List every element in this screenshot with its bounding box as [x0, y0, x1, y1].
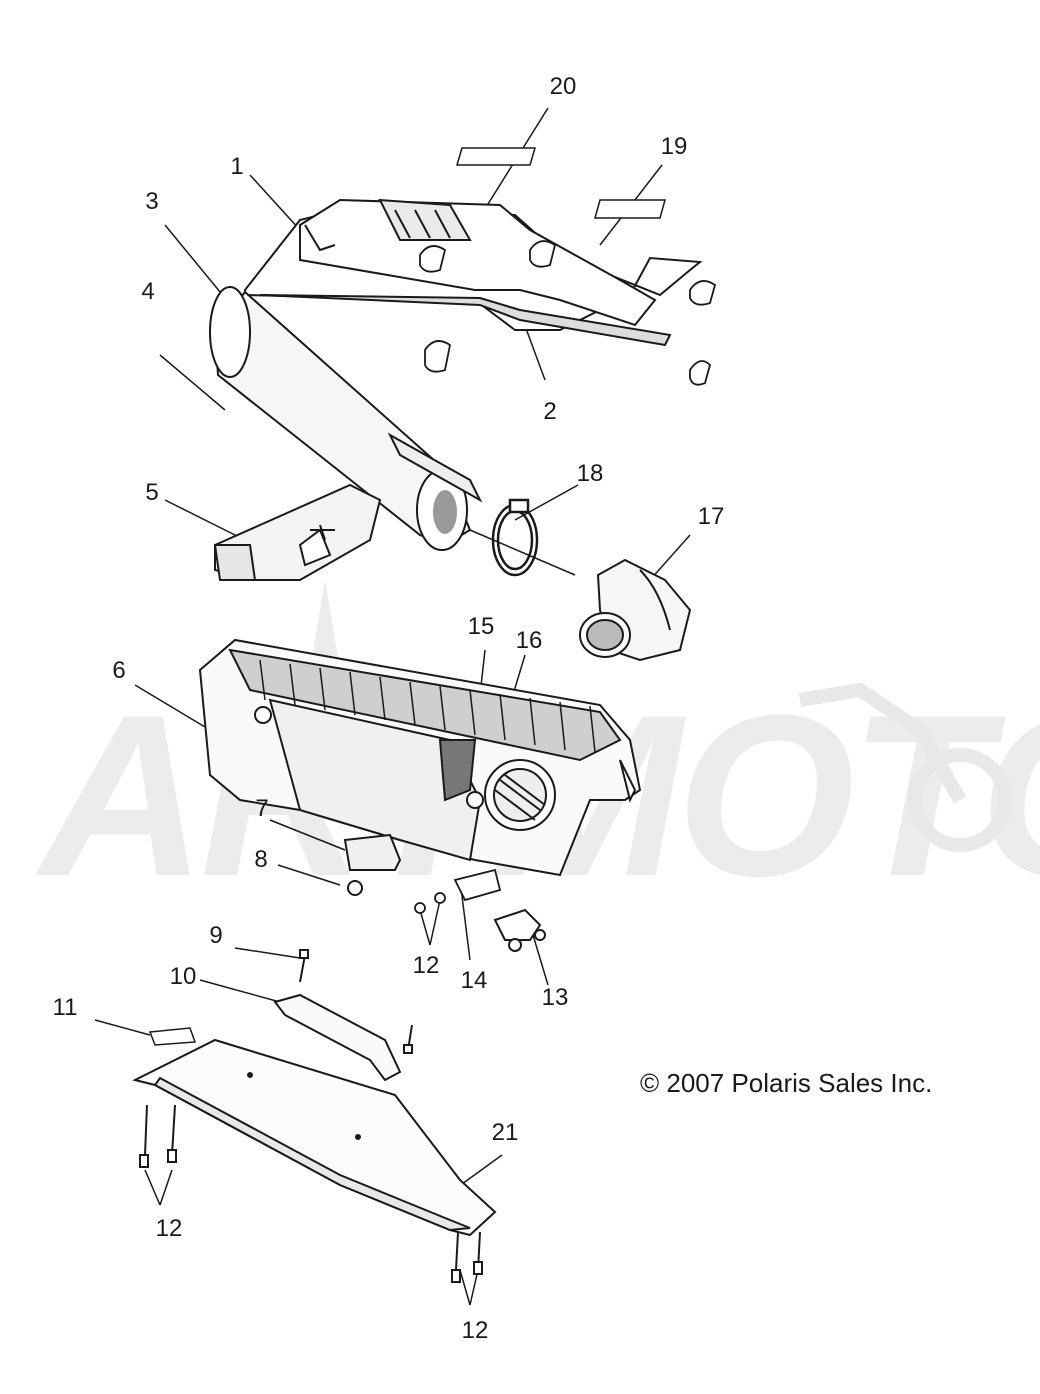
part-13-valve	[493, 908, 546, 952]
part-6-airbox-base	[198, 638, 642, 877]
callout-9: 9	[209, 922, 223, 949]
part-14-bracket	[453, 868, 502, 902]
part-17-intake-boot	[579, 558, 692, 662]
callout-12-b: 12	[155, 1215, 183, 1242]
callout-4: 4	[141, 278, 155, 305]
callout-12-a: 12	[412, 952, 440, 979]
leader-lines	[94, 107, 691, 1306]
callout-7: 7	[255, 795, 269, 822]
callout-15: 15	[467, 613, 495, 640]
callout-13: 13	[541, 984, 569, 1011]
part-9-screw-right	[403, 1024, 413, 1054]
callout-10: 10	[169, 963, 197, 990]
callout-8: 8	[254, 846, 268, 873]
part-20-label	[455, 147, 537, 166]
copyright-notice: © 2007 Polaris Sales Inc.	[640, 1068, 933, 1098]
callout-18: 18	[576, 460, 604, 487]
part-18-clamp	[491, 498, 539, 577]
part-2-clip	[424, 340, 452, 373]
watermark-frame	[798, 682, 967, 804]
callout-3: 3	[145, 188, 159, 215]
part-12-screws-upper	[414, 892, 446, 914]
watermark-wheel	[908, 748, 1012, 852]
callout-11: 11	[52, 994, 78, 1021]
callout-2: 2	[543, 398, 557, 425]
part-4-air-filter	[209, 286, 483, 551]
part-21-skid-plate	[132, 1038, 497, 1237]
part-19-label	[594, 199, 666, 219]
part-7-sensor	[343, 833, 402, 871]
part-12-screws-lower	[139, 1104, 483, 1283]
callout-20: 20	[549, 73, 577, 100]
callout-16: 16	[515, 627, 543, 654]
callout-21: 21	[491, 1119, 519, 1146]
callout-1: 1	[230, 153, 244, 180]
callout-14: 14	[460, 967, 488, 994]
callout-19: 19	[660, 133, 688, 160]
callout-6: 6	[112, 657, 126, 684]
part-9-screw	[299, 949, 309, 983]
part-8-grommet	[347, 880, 363, 896]
part-11-label	[148, 1027, 197, 1046]
callout-17: 17	[697, 503, 725, 530]
part-5-filter-cage	[213, 483, 382, 581]
callout-12-c: 12	[461, 1317, 489, 1344]
part-10-mount-bracket	[273, 993, 402, 1082]
callout-5: 5	[145, 479, 159, 506]
part-1-airbox-cover	[244, 198, 703, 347]
